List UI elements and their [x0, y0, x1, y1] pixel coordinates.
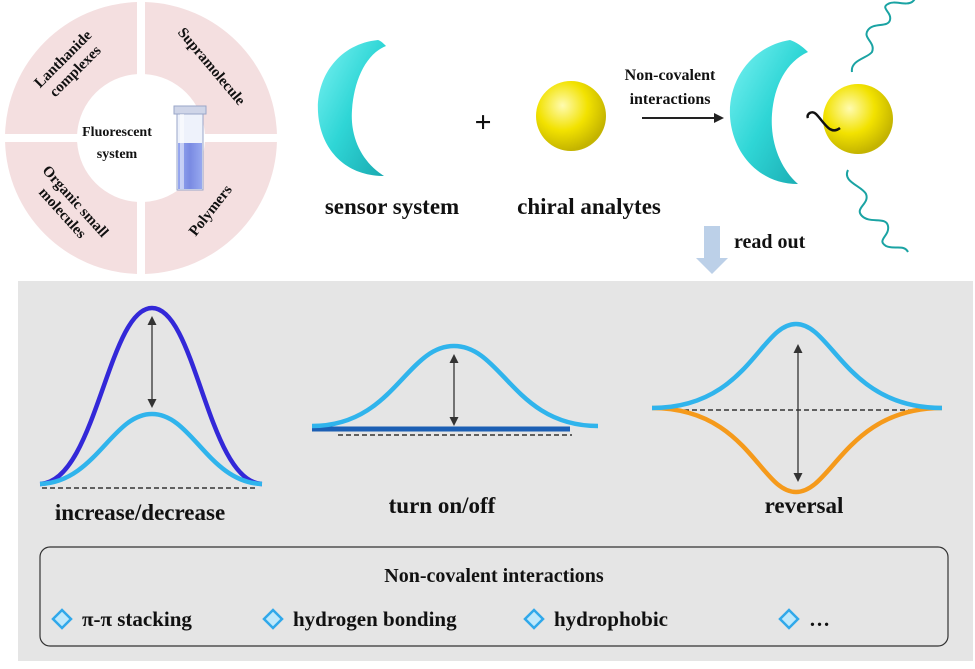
mode-reversal: reversal — [651, 321, 943, 518]
mode3-curve-negative — [651, 405, 943, 495]
plus-sign: + — [474, 106, 491, 139]
interaction-squiggle — [806, 111, 841, 132]
circular-polarized-light-bottom — [845, 169, 909, 253]
cuvette-icon — [173, 105, 207, 191]
diamond-bullet-icon — [523, 608, 545, 630]
mode2-curve-on — [311, 343, 599, 429]
response-panel — [18, 281, 973, 661]
mode-turn-on-off: turn on/off — [311, 343, 599, 518]
mode-increase-decrease: increase/decrease — [39, 305, 263, 525]
interaction-item: … — [778, 607, 830, 631]
sensor-host — [317, 40, 386, 176]
mode2-label: turn on/off — [389, 493, 496, 518]
mode3-label: reversal — [765, 493, 844, 518]
diamond-bullet-icon — [778, 608, 800, 630]
chiral-analytes-label: chiral analytes — [517, 194, 661, 219]
mode1-curve-strong — [39, 305, 263, 487]
ring-center-line-1: Fluorescent — [82, 125, 152, 140]
bound-analyte-sphere — [823, 84, 893, 154]
interaction-item-label: hydrophobic — [554, 607, 668, 631]
circular-polarized-light-top — [850, 0, 916, 73]
interaction-item-label: π-π stacking — [82, 607, 192, 631]
chiral-analyte-sphere — [536, 81, 606, 151]
noncovalent-arrow-label-2: interactions — [630, 91, 711, 108]
mode1-label: increase/decrease — [55, 500, 225, 525]
noncovalent-arrow-label-1: Non-covalent — [625, 67, 716, 84]
crescent-host-complex — [729, 40, 808, 184]
ring-center-line-2: system — [97, 147, 138, 162]
crescent-host-left — [317, 40, 386, 176]
interaction-item-label: … — [809, 607, 830, 631]
ring-segment — [144, 2, 277, 135]
ring-segment — [5, 141, 138, 274]
ring-segment — [144, 141, 277, 274]
interaction-item: π-π stacking — [51, 607, 192, 631]
host-guest-complex — [729, 0, 916, 253]
diamond-bullet-icon — [262, 608, 284, 630]
interaction-item: hydrophobic — [523, 607, 668, 631]
mode3-curve-positive — [651, 321, 943, 411]
interaction-item-label: hydrogen bonding — [293, 607, 457, 631]
diamond-bullet-icon — [51, 608, 73, 630]
interactions-title: Non-covalent interactions — [384, 565, 604, 587]
sensor-system-label: sensor system — [325, 194, 459, 219]
readout-arrow — [696, 226, 728, 274]
interaction-item: hydrogen bonding — [262, 607, 457, 631]
ring-segment — [5, 2, 138, 135]
readout-label: read out — [734, 231, 806, 253]
mode1-curve-weak — [39, 411, 263, 487]
interactions-box: Non-covalent interactions π-π stacking hy… — [39, 546, 949, 647]
